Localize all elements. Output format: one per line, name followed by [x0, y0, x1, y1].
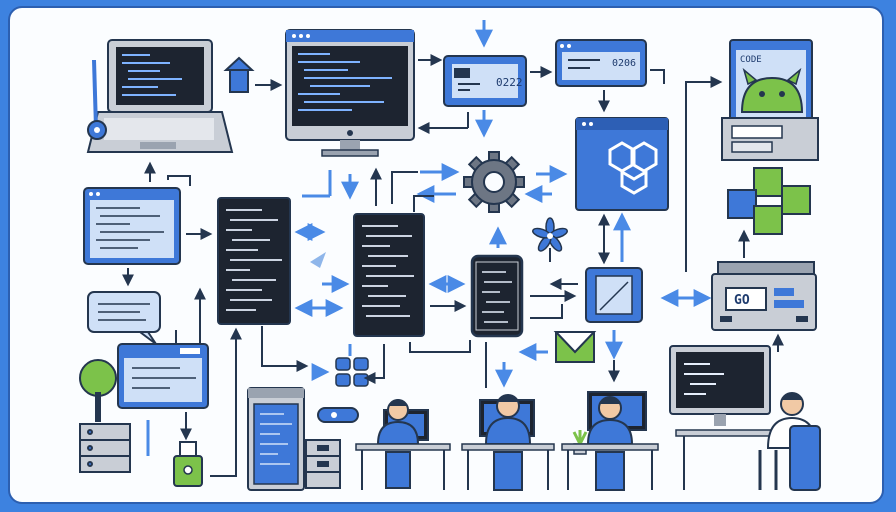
settings-panel: [117, 343, 209, 409]
key-icon: [317, 407, 359, 423]
developer-at-desk-2: [461, 394, 555, 491]
window-a-number: 0222: [496, 76, 523, 89]
hexagon-network-panel: [575, 117, 669, 211]
envelope-icon: [553, 331, 597, 363]
left-code-panel: [83, 187, 181, 265]
gear-icon: [463, 151, 525, 213]
monitor-icon: [285, 29, 415, 157]
android-mascot-icon: [740, 67, 804, 113]
phone-icon: [470, 254, 524, 338]
gear-small-icon: [87, 120, 107, 140]
developer-at-desk-1: [355, 399, 451, 490]
window-b-panel: 0206: [555, 39, 647, 87]
window-a-panel: 0222: [443, 55, 527, 107]
developer-at-desk-3: [561, 391, 659, 491]
go-server-box: GO: [711, 261, 817, 331]
code-panel-2: [353, 213, 425, 337]
code-device-icon: CODE: [721, 39, 819, 161]
chat-bubble-icon: [87, 291, 161, 345]
code-panel-1: [217, 197, 291, 325]
flower-icon: [532, 217, 568, 262]
package-icon: [223, 56, 255, 93]
document-tile-icon: [585, 267, 643, 323]
cubes-icon: [727, 167, 811, 235]
usb-device-icon: [173, 441, 203, 487]
code-screen-label: CODE: [740, 55, 762, 65]
developer-at-desk-4: [669, 345, 821, 491]
storage-stack-icon: [79, 423, 131, 473]
window-b-number: 0206: [612, 58, 636, 69]
filing-cabinet-icon: [305, 439, 341, 489]
go-label: GO: [734, 293, 750, 308]
laptop-icon: [86, 39, 234, 153]
blocks-icon: [335, 357, 369, 387]
tree-icon: [79, 359, 117, 422]
flag-icon: [310, 252, 326, 268]
server-cabinet-icon: [247, 387, 305, 491]
